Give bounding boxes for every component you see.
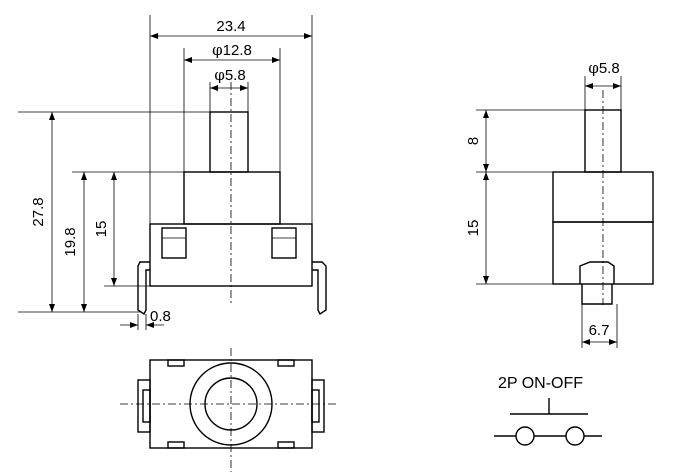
dim-overall-width: 23.4 <box>216 18 245 35</box>
side-view: φ5.8 8 15 6.7 <box>465 59 654 348</box>
dim-side-body-height: 15 <box>465 220 482 237</box>
front-pin-right <box>312 261 327 316</box>
dim-side-shaft-diameter: φ5.8 <box>588 59 619 77</box>
front-shaft <box>209 111 249 173</box>
dim-overall-height: 27.8 <box>30 197 47 226</box>
schematic-label: 2P ON-OFF <box>498 375 583 392</box>
dim-body-height: 15 <box>93 221 110 238</box>
switch-schematic: 2P ON-OFF <box>494 375 602 446</box>
dim-side-tab-width: 6.7 <box>589 322 610 339</box>
front-cap <box>183 171 281 225</box>
dim-body-plus-shaft: 19.8 <box>62 227 79 256</box>
front-pin-left <box>137 261 150 316</box>
front-slot-left <box>161 227 187 259</box>
dim-side-shaft-height: 8 <box>465 137 482 145</box>
dim-shaft-diameter: φ5.8 <box>214 66 245 84</box>
front-view: 23.4 φ12.8 φ5.8 27.8 19.8 15 0.8 <box>18 15 327 330</box>
front-slot-right <box>271 227 297 259</box>
dim-cap-diameter: φ12.8 <box>212 41 252 59</box>
top-view <box>120 348 338 472</box>
dim-pin-thickness: 0.8 <box>150 308 171 325</box>
side-bottom-tab <box>579 261 615 305</box>
